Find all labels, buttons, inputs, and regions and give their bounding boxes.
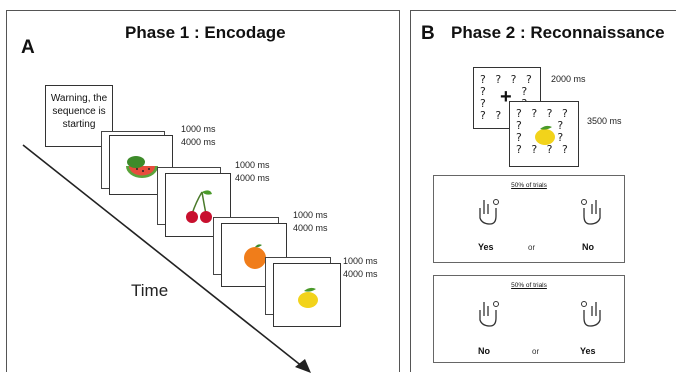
panel-encoding: A Phase 1 : Encodage Time Warning, the s… <box>6 10 400 373</box>
right-hand-press-icon-2 <box>581 301 601 327</box>
answer-no-2: No <box>478 346 490 356</box>
warning-line-3: starting <box>62 119 96 130</box>
warning-line-1: Warning, the <box>50 93 108 104</box>
fixation-cross: + <box>500 86 512 108</box>
timing-2-line2: 4000 ms <box>235 173 270 183</box>
lemon-probe-icon <box>535 125 555 145</box>
stimulus-card-4 <box>273 263 341 327</box>
lemon-icon <box>298 287 318 308</box>
timing-4: 1000 ms 4000 ms <box>343 255 378 281</box>
timing-1-line2: 4000 ms <box>181 137 216 147</box>
left-hand-press-icon <box>479 199 499 225</box>
panel-letter-a: A <box>21 37 35 58</box>
answer-yes-1: Yes <box>478 242 494 252</box>
probe-card: ? ? ? ? ? ? ? ? ? ? ? ? <box>509 101 579 167</box>
left-hand-press-icon-2 <box>479 301 499 327</box>
panel-letter-b: B <box>421 23 435 44</box>
question-marks-probe: ? ? ? ? ? ? ? ? ? ? ? ? <box>516 107 571 156</box>
orange-icon <box>244 244 266 269</box>
timing-1-line1: 1000 ms <box>181 124 216 134</box>
trials-label-1: 50% of trials <box>511 182 547 189</box>
cherry-icon <box>186 190 212 223</box>
panel-recognition: B Phase 2 : Reconnaissance ? ? ? ? ? ? ?… <box>410 10 676 372</box>
timing-3-line2: 4000 ms <box>293 223 328 233</box>
warning-text: Warning, the sequence is starting <box>48 92 110 131</box>
timing-2-line1: 1000 ms <box>235 160 270 170</box>
answer-yes-2: Yes <box>580 346 596 356</box>
time-arrow <box>22 144 311 373</box>
timing-3: 1000 ms 4000 ms <box>293 209 328 235</box>
timing-probe: 3500 ms <box>587 116 622 126</box>
timing-3-line1: 1000 ms <box>293 210 328 220</box>
or-1: or <box>528 243 536 252</box>
timing-4-line1: 1000 ms <box>343 256 378 266</box>
timing-2: 1000 ms 4000 ms <box>235 159 270 185</box>
right-hand-press-icon <box>581 199 601 225</box>
phase-2-title: Phase 2 : Reconnaissance <box>451 23 665 42</box>
response-box-1: 50% of trials Yes or No <box>433 175 625 263</box>
phase-1-title: Phase 1 : Encodage <box>125 23 286 42</box>
warning-line-2: sequence is <box>52 106 106 117</box>
trials-label-2: 50% of trials <box>511 282 547 289</box>
timing-1: 1000 ms 4000 ms <box>181 123 216 149</box>
timing-4-line2: 4000 ms <box>343 269 378 279</box>
watermelon-icon <box>126 156 158 178</box>
response-box-2: 50% of trials No or Yes <box>433 275 625 363</box>
or-2: or <box>532 347 540 356</box>
time-label: Time <box>131 281 169 300</box>
timing-fixation: 2000 ms <box>551 74 586 84</box>
answer-no-1: No <box>582 242 594 252</box>
